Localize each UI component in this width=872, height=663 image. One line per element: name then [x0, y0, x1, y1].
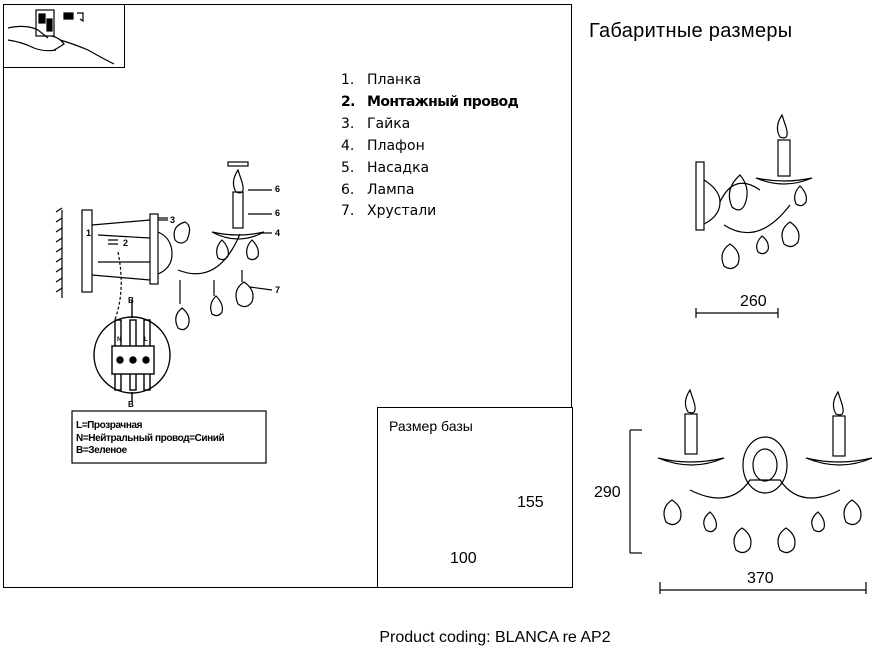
part-number-3: 3 [170, 215, 176, 225]
list-item: 5.Насадка [341, 159, 430, 176]
part-number-6b: 6 [275, 208, 281, 218]
list-item: 6.Лампа [341, 181, 415, 198]
wiring-legend-box [71, 410, 267, 464]
installation-icon-box [3, 4, 125, 68]
base-size-box [377, 407, 573, 588]
list-item: 2.Монтажный провод [341, 93, 519, 110]
base-height-value: 155 [517, 494, 544, 511]
product-coding: Product coding: BLANCA re AP2 [379, 629, 611, 646]
part-number-2: 2 [123, 238, 129, 248]
wiring-legend: L=Прозрачная N=Нейтральный провод=Синий … [76, 420, 225, 458]
terminal-label-l: L [144, 337, 148, 343]
terminal-label-n: N [117, 337, 122, 343]
front-view-drawing [629, 388, 872, 594]
list-item: 3.Гайка [341, 115, 411, 132]
terminal-label-b-bottom: B [128, 400, 134, 409]
terminal-label-b-top: B [128, 296, 134, 305]
front-height-value: 290 [594, 484, 621, 501]
base-size-title: Размер базы [389, 418, 473, 434]
list-item: 1.Планка [341, 72, 422, 88]
terminal-block-drawing [93, 300, 171, 402]
list-item: 7.Хрустали [341, 203, 437, 220]
front-width-value: 370 [747, 570, 774, 587]
legend-line-b: B=Зеленое [76, 445, 127, 456]
part-number-6a: 6 [275, 184, 281, 194]
legend-line-n: N=Нейтральный провод=Синий [76, 432, 225, 444]
page-title: Габаритные размеры [589, 20, 793, 42]
part-number-7: 7 [275, 285, 281, 295]
hand-switch-icon [7, 9, 115, 65]
lamp-arm-drawing [158, 161, 273, 331]
part-number-1: 1 [86, 228, 92, 238]
wall-mount-drawing [55, 207, 173, 323]
assembly-diagram-frame [3, 4, 572, 588]
base-width-value: 100 [450, 550, 477, 567]
side-view-drawing [695, 113, 813, 318]
legend-line-l: L=Прозрачная [76, 420, 143, 431]
part-number-4: 4 [275, 228, 281, 238]
list-item: 4.Плафон [341, 137, 425, 154]
side-width-value: 260 [740, 293, 767, 310]
parts-list: 1.Планка 2.Монтажный провод 3.Гайка 4.Пл… [341, 70, 519, 223]
